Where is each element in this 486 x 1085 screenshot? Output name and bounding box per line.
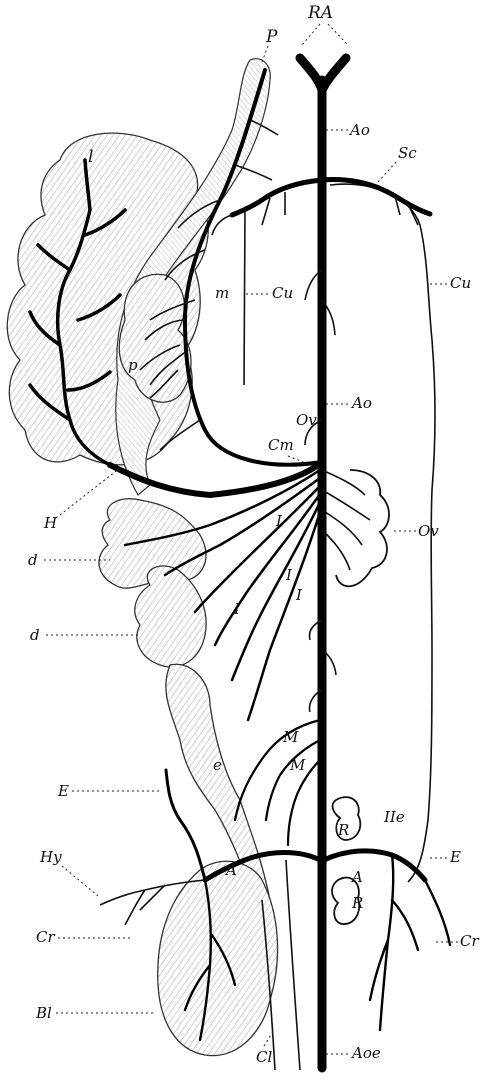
label-l: l — [88, 147, 93, 167]
label-m1: M — [282, 728, 299, 746]
label-e: e — [213, 756, 222, 774]
label-hy: Hy — [39, 848, 62, 866]
label-a-left: A — [224, 861, 237, 879]
subclavian-branches — [212, 192, 418, 385]
label-m: m — [215, 284, 229, 302]
label-i4: I — [233, 600, 241, 618]
label-a-right: A — [350, 868, 363, 886]
label-ao-top: Ao — [348, 121, 370, 139]
label-ov-small: Ov — [296, 411, 317, 429]
label-e-right: E — [449, 848, 461, 866]
label-cl: Cl — [256, 1048, 272, 1066]
label-cm: Cm — [268, 436, 294, 454]
label-iie: IIe — [383, 808, 405, 826]
label-cu-right: Cu — [450, 274, 471, 292]
label-ra: RA — [307, 3, 333, 23]
label-i2: I — [285, 566, 293, 584]
label-ao-mid: Ao — [350, 394, 372, 412]
label-d2: d — [30, 626, 40, 644]
right-aortic-arches — [300, 58, 346, 90]
label-h: H — [43, 514, 58, 532]
label-ov: Ov — [418, 522, 439, 540]
label-r1: R — [337, 821, 349, 839]
label-d1: d — [28, 551, 38, 569]
label-e-left: E — [57, 782, 69, 800]
label-p: P — [265, 27, 278, 47]
label-p-small: p — [128, 356, 138, 374]
label-cu-left: Cu — [272, 284, 293, 302]
label-r2: R — [351, 894, 363, 912]
label-cr-left: Cr — [36, 928, 55, 946]
ovary-lobes — [336, 470, 389, 586]
label-aoe: Aoe — [350, 1044, 381, 1062]
label-sc: Sc — [398, 144, 417, 162]
bladder — [158, 861, 278, 1055]
label-i3: I — [295, 586, 303, 604]
label-bl: Bl — [35, 1004, 52, 1022]
label-i1: I — [275, 512, 283, 530]
label-cr-right: Cr — [460, 932, 479, 950]
label-m2: M — [289, 756, 306, 774]
